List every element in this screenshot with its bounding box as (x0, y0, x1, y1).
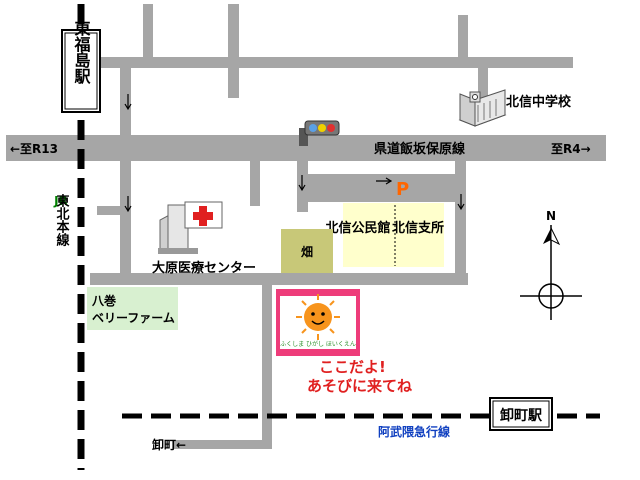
tohoku-line-label: 東北本線 (54, 193, 70, 247)
traffic-light-icon (299, 120, 340, 146)
oneway-arrow-2 (124, 196, 132, 213)
road-south-horizontal (172, 440, 272, 449)
to-oroshimachi-label: 卸町← (152, 437, 186, 452)
school-icon (458, 89, 507, 127)
road-school-access (478, 64, 488, 106)
community-hall-block (343, 203, 444, 267)
community-hall-label: 北信公民館 (325, 220, 390, 236)
road-tall-vertical (228, 4, 239, 98)
medical-center-label: 大原医療センター (152, 260, 256, 276)
compass-north-label: N (546, 209, 556, 223)
berry-farm-label-line2: ベリーファーム (92, 311, 175, 325)
road-left-vertical (120, 62, 131, 284)
oneway-arrow-5 (376, 177, 393, 185)
berry-farm-block (87, 287, 178, 330)
one-way-arrows (124, 94, 465, 213)
road-south-vertical (262, 283, 272, 448)
oroshimachi-station-sign (489, 397, 553, 431)
jr-label: JR (53, 194, 68, 208)
road-medical-stub (250, 158, 260, 206)
oneway-arrow-3 (298, 175, 306, 192)
road-mid-horizontal (90, 273, 468, 285)
to-r13-label: ←至R13 (10, 142, 58, 156)
oroshimachi-station-name: 卸町駅 (500, 407, 543, 424)
road-top-branch-1 (143, 4, 153, 66)
oneway-arrow-4 (457, 194, 465, 211)
sun-icon (296, 294, 340, 340)
school-label: 北信中学校 (506, 94, 572, 110)
kindergarten-sign: ふくしま ひがし ほいくえん (276, 289, 360, 356)
prefectural-road-label: 県道飯坂保原線 (374, 141, 466, 157)
compass-icon: N (520, 209, 582, 320)
road-top (78, 57, 573, 68)
branch-office-label: 北信支所 (392, 220, 444, 236)
callout-line2: あそびに来てね (307, 377, 412, 395)
higashi-fukushima-station-sign (61, 29, 101, 113)
road-parking-strip (307, 174, 457, 202)
oneway-arrow-1 (124, 94, 132, 111)
road-east-vertical (455, 160, 466, 285)
road-top-branch-2 (458, 15, 468, 65)
field-label: 畑 (301, 245, 313, 259)
berry-farm-label-line1: 八巻 (91, 293, 117, 308)
field-block (281, 229, 333, 273)
higashi-fukushima-station-name: 東福島駅 (72, 19, 92, 85)
abukuma-line-label: 阿武隈急行線 (378, 424, 450, 439)
callout-line1: ここだよ! (319, 358, 386, 376)
hospital-icon (158, 201, 223, 254)
to-r4-label: 至R4→ (551, 142, 591, 156)
parking-icon: P (396, 179, 409, 200)
road-west-stub (97, 206, 123, 215)
kindergarten-sign-text: ふくしま ひがし ほいくえん (280, 340, 356, 348)
